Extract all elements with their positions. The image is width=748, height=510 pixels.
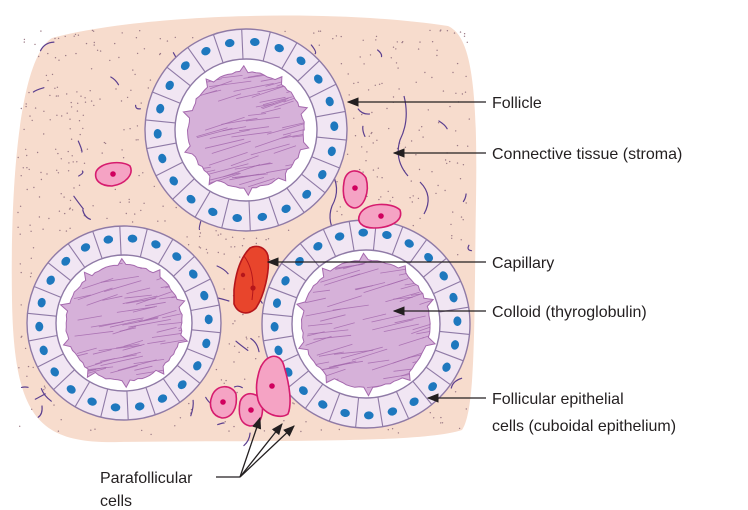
capillary-nucleus: [250, 285, 255, 290]
label-connective-tissue: Connective tissue (stroma): [492, 146, 682, 163]
label-capillary: Capillary: [492, 255, 554, 272]
parafollicular-cell: [343, 171, 367, 208]
parafollicular-nucleus: [110, 171, 116, 177]
parafollicular-nucleus: [220, 399, 226, 405]
label-colloid: Colloid (thyroglobulin): [492, 304, 647, 321]
label-parafollicular-2: cells: [100, 493, 132, 510]
label-follicular-epithelial-2: cells (cuboidal epithelium): [492, 418, 676, 435]
follicle-bottom-right: [262, 220, 470, 428]
label-parafollicular-1: Parafollicular: [100, 470, 193, 487]
label-follicle: Follicle: [492, 95, 542, 112]
follicle-top: [145, 29, 347, 231]
parafollicular-nucleus: [352, 185, 358, 191]
parafollicular-cell: [210, 387, 236, 418]
parafollicular-nucleus: [248, 407, 254, 413]
parafollicular-nucleus: [378, 213, 384, 219]
follicle-bottom-left: [27, 226, 221, 420]
capillary-nucleus: [241, 273, 245, 277]
parafollicular-nucleus: [269, 383, 275, 389]
label-follicular-epithelial-1: Follicular epithelial: [492, 391, 624, 408]
